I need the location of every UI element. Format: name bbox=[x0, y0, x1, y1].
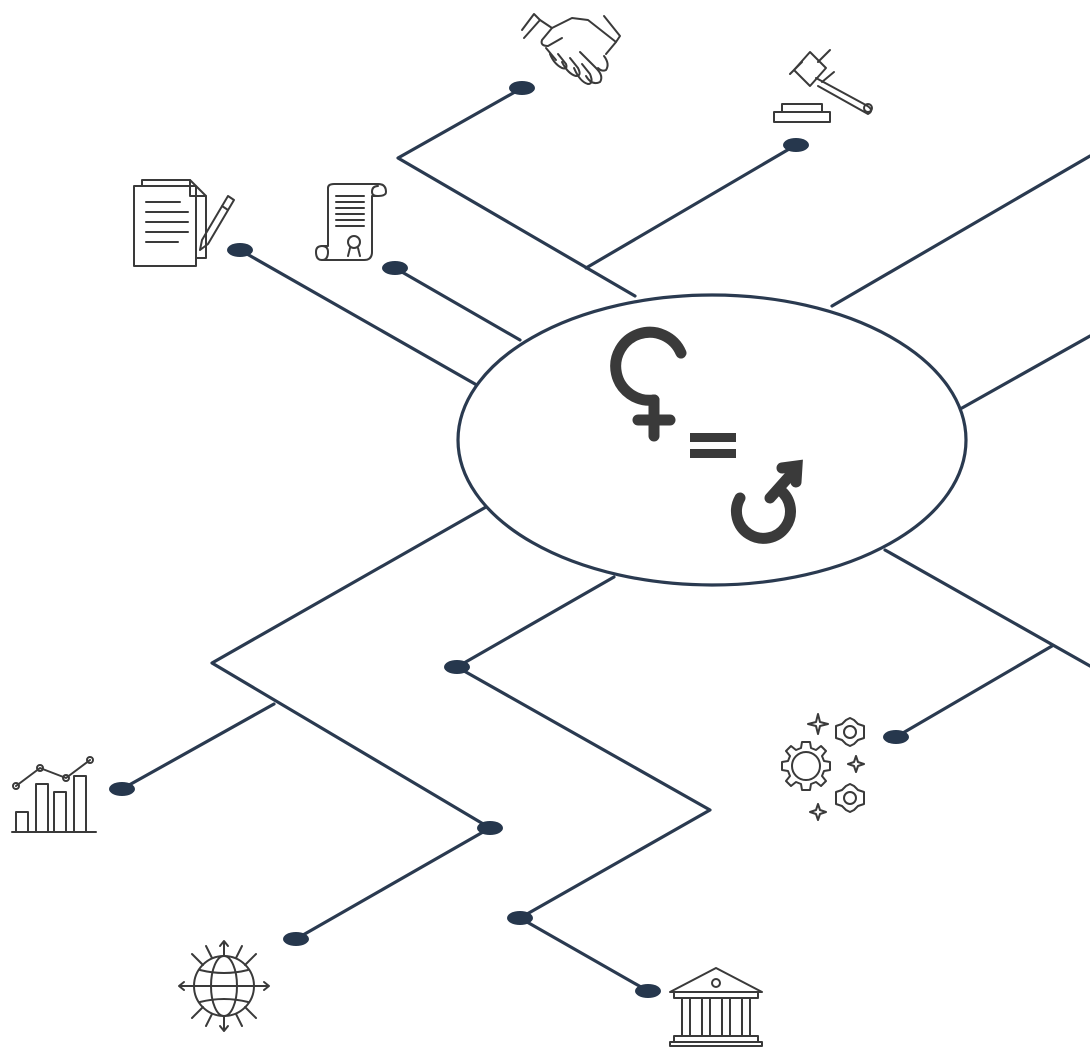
connector-document bbox=[238, 248, 477, 386]
gavel-icon bbox=[773, 49, 873, 123]
globe-arrows-icon bbox=[178, 940, 270, 1032]
central-hub bbox=[456, 293, 968, 587]
dot-left-turn bbox=[477, 821, 503, 835]
scroll-certificate-icon bbox=[315, 183, 387, 261]
dot-middle-turn bbox=[444, 660, 470, 674]
dot-bank-turn bbox=[507, 911, 533, 925]
document-pen-icon bbox=[133, 179, 235, 267]
connector-globe bbox=[294, 826, 492, 941]
connector-right-middle bbox=[960, 334, 1090, 410]
connector-handshake bbox=[396, 86, 637, 298]
dot-globe bbox=[283, 932, 309, 946]
connector-left-zigzag bbox=[210, 505, 492, 830]
dot-gears bbox=[883, 730, 909, 744]
gears-sparkle-icon bbox=[781, 713, 865, 821]
bank-building-icon bbox=[669, 967, 763, 1047]
dot-document bbox=[227, 243, 253, 257]
dot-handshake bbox=[509, 81, 535, 95]
dot-bank bbox=[635, 984, 661, 998]
dot-chart bbox=[109, 782, 135, 796]
endpoint-dots bbox=[109, 81, 909, 998]
connector-right-lower bbox=[883, 548, 1090, 668]
dot-scroll bbox=[382, 261, 408, 275]
connector-right-upper bbox=[830, 154, 1090, 308]
connector-lines bbox=[120, 86, 1090, 993]
female-symbol-icon bbox=[610, 326, 687, 442]
equals-sign-icon bbox=[690, 433, 736, 458]
connector-gavel bbox=[584, 143, 798, 270]
connector-gears bbox=[894, 644, 1054, 739]
connector-scroll bbox=[393, 266, 522, 342]
bar-line-chart-icon bbox=[11, 756, 97, 833]
dot-gavel bbox=[783, 138, 809, 152]
handshake-icon bbox=[521, 13, 621, 85]
connector-bank bbox=[455, 575, 712, 993]
male-symbol-icon bbox=[730, 459, 803, 544]
connector-chart bbox=[120, 702, 276, 791]
